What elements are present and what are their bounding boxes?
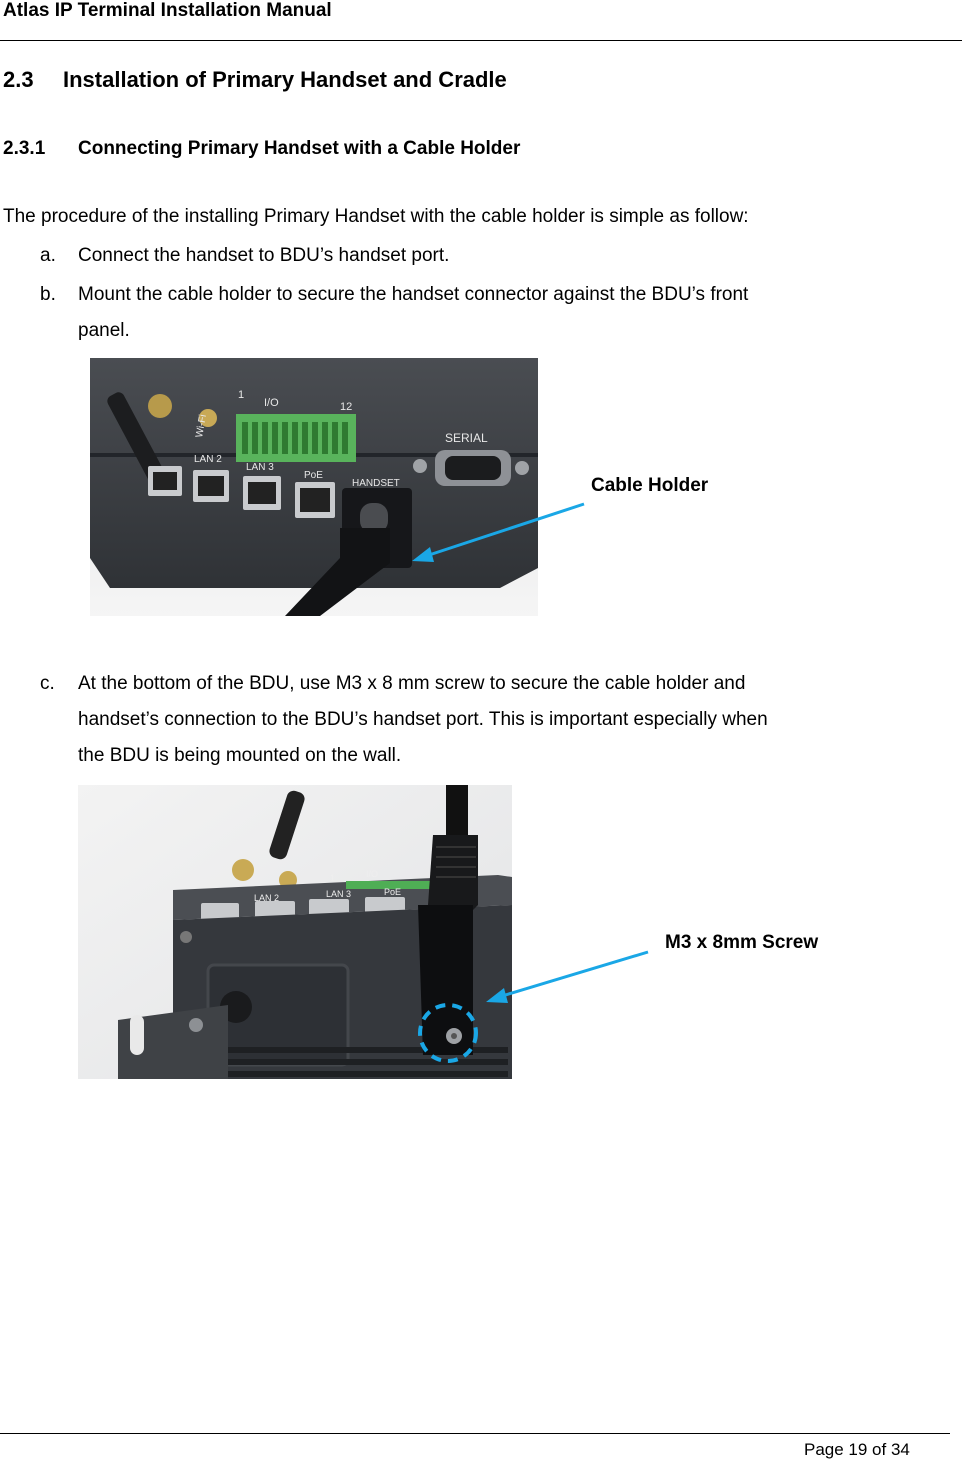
document-header-title: Atlas IP Terminal Installation Manual	[3, 0, 332, 21]
intro-paragraph: The procedure of the installing Primary …	[3, 206, 749, 227]
label-lan3: LAN 3	[246, 462, 274, 473]
label-poe: PoE	[304, 470, 323, 481]
screw-arrow	[486, 950, 649, 1003]
step-text-line-2: panel.	[78, 320, 130, 341]
label-one: 1	[330, 873, 335, 883]
step-b: b. Mount the cable holder to secure the …	[40, 279, 950, 349]
footer-divider	[0, 1433, 950, 1434]
step-marker: b.	[40, 284, 56, 305]
step-c: c. At the bottom of the BDU, use M3 x 8 …	[40, 668, 950, 778]
figure-bdu-bottom-screw: LAN 2 LAN 3 PoE I/O 1	[78, 785, 512, 1079]
step-text-line-2: handset’s connection to the BDU’s handse…	[78, 709, 768, 730]
label-io: I/O	[264, 397, 279, 409]
figure-bdu-front-panel: I/O 1 12 Wi-Fi LAN 2 LAN 3 PoE HANDSET S…	[90, 358, 538, 616]
subsection-number: 2.3.1	[3, 138, 46, 159]
step-marker: a.	[40, 245, 56, 266]
section-title: Installation of Primary Handset and Crad…	[63, 67, 507, 92]
step-text-line-1: At the bottom of the BDU, use M3 x 8 mm …	[78, 673, 746, 694]
page-number: Page 19 of 34	[804, 1440, 910, 1459]
label-wifi: Wi-Fi	[194, 414, 209, 439]
label-io-1: 1	[238, 389, 244, 401]
step-text: Connect the handset to BDU’s handset por…	[78, 245, 450, 266]
label-lan2: LAN 2	[194, 454, 222, 465]
label-lan3: LAN 3	[326, 889, 351, 899]
label-io: I/O	[366, 869, 378, 879]
section-number: 2.3	[3, 67, 34, 92]
step-text-line-1: Mount the cable holder to secure the han…	[78, 284, 749, 305]
label-lan2: LAN 2	[254, 893, 279, 903]
step-a: a. Connect the handset to BDU’s handset …	[40, 240, 950, 272]
subsection-heading: 2.3.1 Connecting Primary Handset with a C…	[3, 138, 520, 160]
header-divider	[0, 40, 962, 41]
subsection-title: Connecting Primary Handset with a Cable …	[78, 138, 521, 159]
cable-holder-arrow	[412, 502, 585, 562]
step-text-line-3: the BDU is being mounted on the wall.	[78, 745, 402, 766]
screw-callout: M3 x 8mm Screw	[665, 932, 819, 953]
cable-holder-callout: Cable Holder	[591, 475, 709, 496]
section-heading: 2.3 Installation of Primary Handset and C…	[3, 67, 507, 93]
label-serial: SERIAL	[445, 431, 488, 445]
label-io-12: 12	[340, 401, 352, 413]
label-handset: HANDSET	[352, 478, 400, 489]
label-poe: PoE	[384, 887, 401, 897]
step-marker: c.	[40, 673, 55, 694]
